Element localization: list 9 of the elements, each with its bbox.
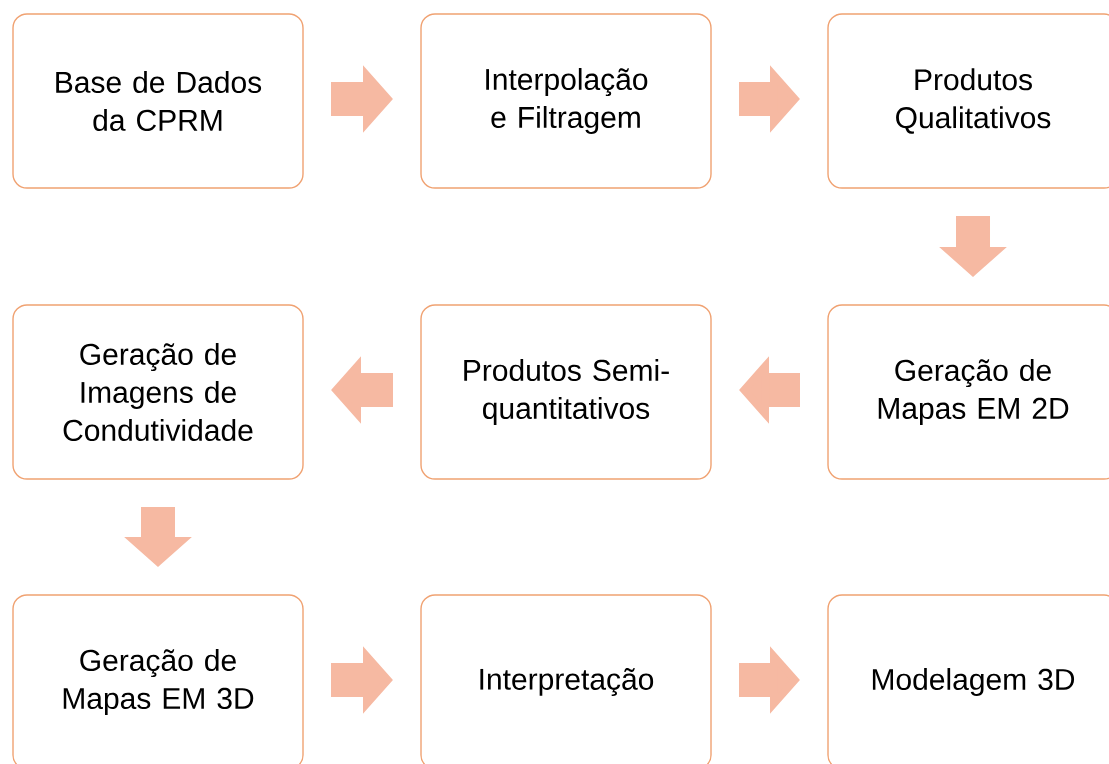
process-box: Produtos Qualitativos [827,13,1109,189]
process-box: Modelagem 3D [827,594,1109,764]
process-box: Interpretação [420,594,712,764]
process-box: Geração de Imagens de Condutividade [12,304,304,480]
process-box: Geração de Mapas EM 3D [12,594,304,764]
process-box: Produtos Semi-quantitativos [420,304,712,480]
process-box: Base de Dados da CPRM [12,13,304,189]
process-box: Interpolação e Filtragem [420,13,712,189]
process-box: Geração de Mapas EM 2D [827,304,1109,480]
